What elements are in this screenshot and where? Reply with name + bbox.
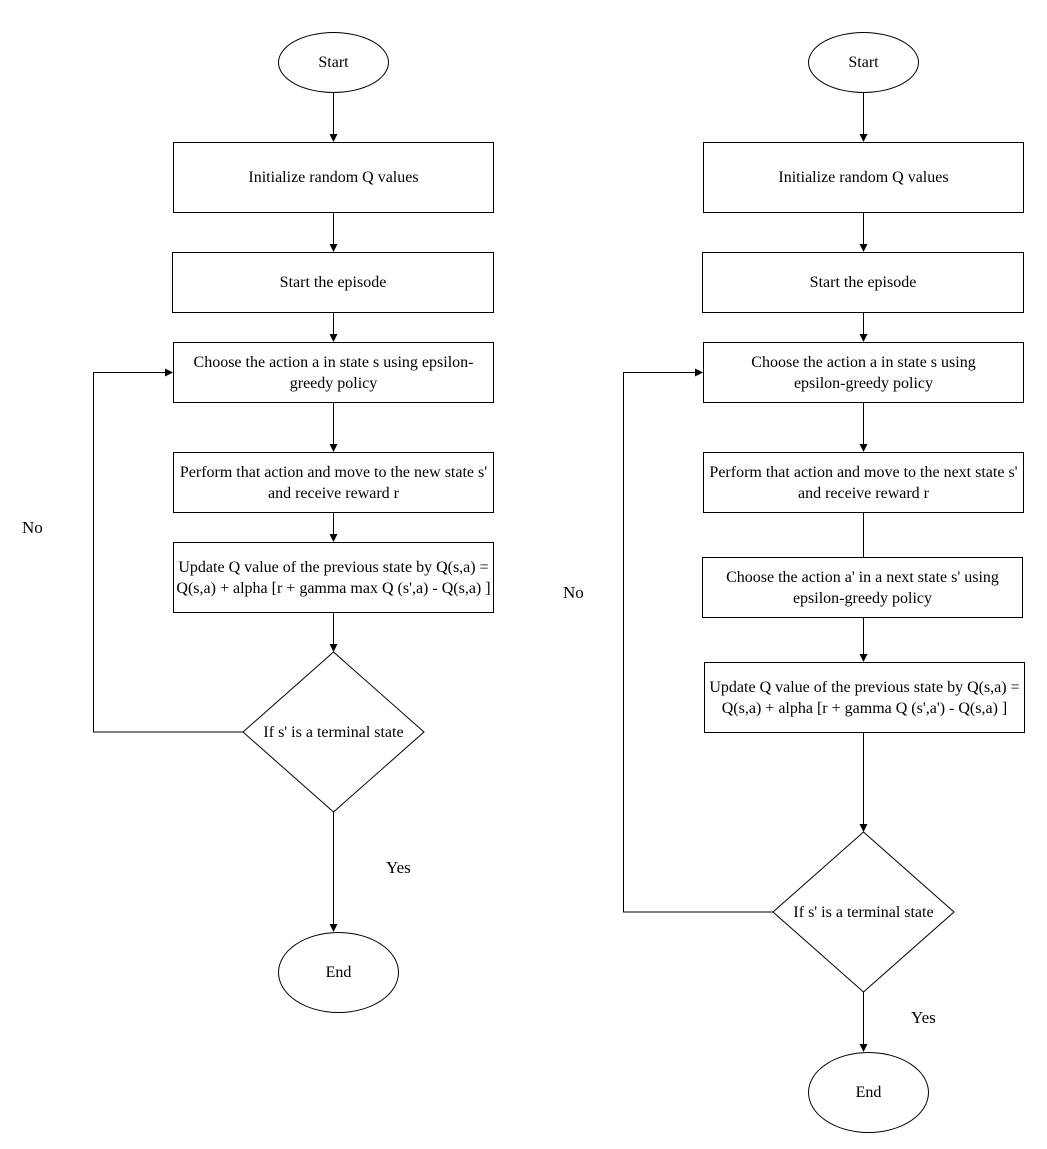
left-loop-no (93, 368, 244, 733)
right-start-label: Start (848, 54, 879, 71)
right-decision-node: If s' is a terminal state (773, 900, 954, 924)
right-decision-diamond (772, 831, 955, 993)
right-end-label: End (855, 1084, 882, 1101)
left-start-label: Start (318, 54, 349, 71)
right-choose-next-box: Choose the action a' in a next state s' … (702, 557, 1023, 618)
left-perform-box: Perform that action and move to the new … (173, 452, 494, 513)
left-end-node: End (278, 932, 399, 1013)
right-start-node: Start (808, 32, 919, 93)
right-loop-no (623, 368, 774, 913)
left-update-label: Update Q value of the previous state by … (176, 558, 491, 597)
left-yes-label: Yes (386, 858, 411, 877)
left-decision-node: If s' is a terminal state (243, 720, 424, 744)
right-init-box: Initialize random Q values (703, 142, 1024, 213)
left-choose-label: Choose the action a in state s using eps… (193, 353, 474, 392)
left-episode-box: Start the episode (172, 252, 494, 313)
right-perform-box: Perform that action and move to the next… (703, 452, 1024, 513)
right-episode-box: Start the episode (702, 252, 1024, 313)
right-choose-label: Choose the action a in state s using eps… (751, 353, 976, 392)
right-end-node: End (808, 1052, 929, 1133)
left-no-label: No (22, 518, 43, 537)
right-choose-box: Choose the action a in state s using eps… (703, 342, 1024, 403)
left-decision-diamond (242, 651, 425, 813)
left-end-label: End (325, 964, 352, 981)
right-yes-label: Yes (911, 1008, 936, 1027)
left-episode-label: Start the episode (279, 274, 387, 291)
right-init-label: Initialize random Q values (778, 169, 949, 186)
left-init-label: Initialize random Q values (248, 169, 419, 186)
right-episode-label: Start the episode (809, 274, 917, 291)
left-start-node: Start (278, 32, 389, 93)
left-update-box: Update Q value of the previous state by … (173, 542, 494, 613)
right-decision-label: If s' is a terminal state (793, 903, 934, 921)
right-choose-next-label: Choose the action a' in a next state s' … (726, 568, 999, 607)
left-perform-label: Perform that action and move to the new … (179, 463, 488, 502)
left-choose-box: Choose the action a in state s using eps… (173, 342, 494, 403)
left-decision-label: If s' is a terminal state (263, 723, 404, 741)
right-no-label: No (563, 583, 584, 602)
right-update-label: Update Q value of the previous state by … (709, 678, 1020, 717)
right-update-box: Update Q value of the previous state by … (704, 662, 1025, 733)
left-init-box: Initialize random Q values (173, 142, 494, 213)
right-perform-label: Perform that action and move to the next… (709, 463, 1018, 502)
